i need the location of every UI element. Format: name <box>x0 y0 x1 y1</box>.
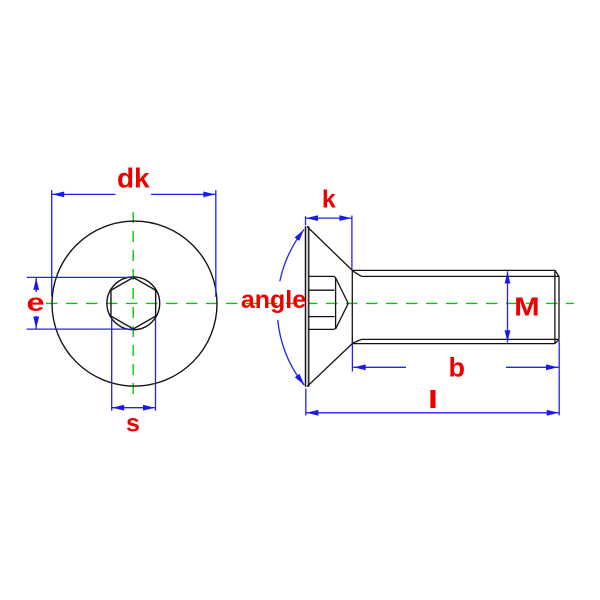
svg-text:angle: angle <box>241 286 306 314</box>
svg-text:b: b <box>448 353 465 383</box>
svg-text:k: k <box>322 186 336 214</box>
svg-text:s: s <box>126 410 140 438</box>
svg-text:M: M <box>514 293 540 322</box>
svg-text:l: l <box>428 385 438 413</box>
svg-text:dk: dk <box>117 163 150 194</box>
svg-text:e: e <box>26 289 44 317</box>
